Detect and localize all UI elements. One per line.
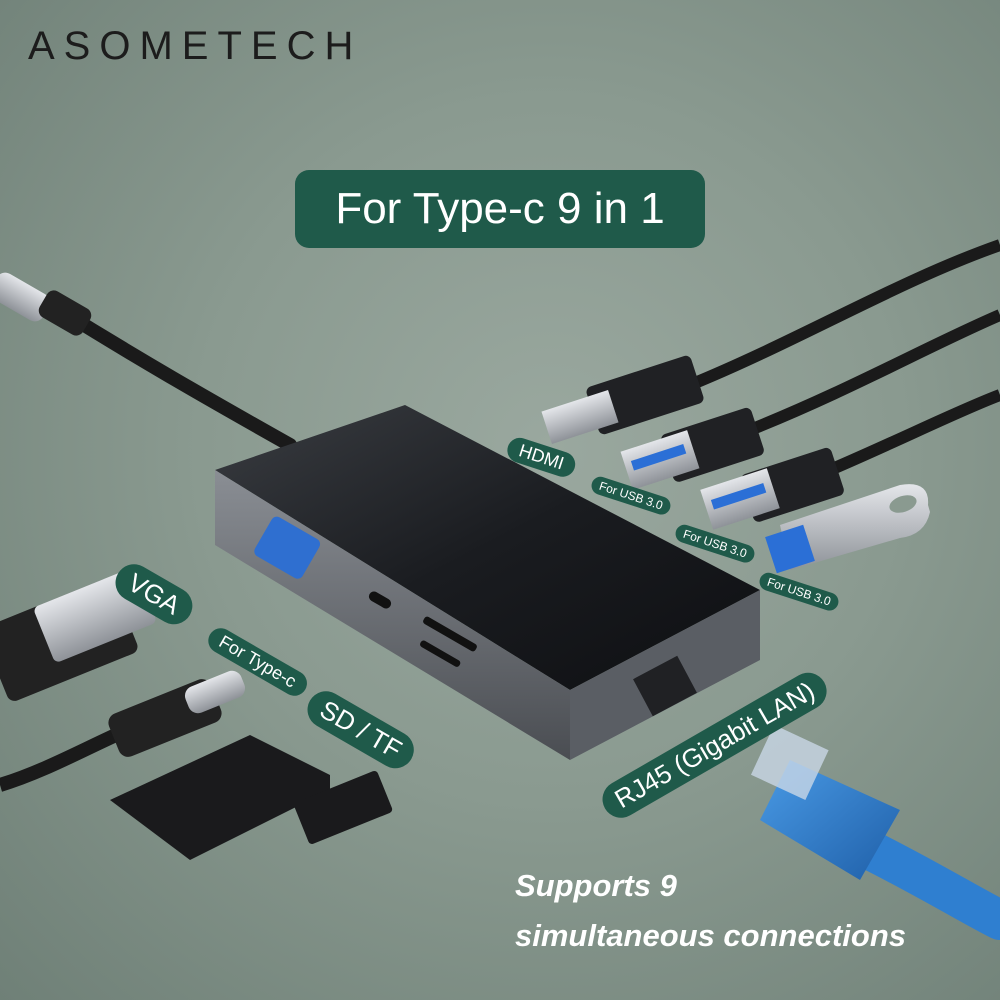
usb-flash-drive bbox=[765, 484, 930, 574]
sd-adapter-card bbox=[110, 735, 393, 860]
bottom-line-2: simultaneous connections bbox=[515, 918, 907, 953]
page-title: For Type-c 9 in 1 bbox=[295, 170, 705, 248]
usb-cable-1 bbox=[620, 309, 1000, 490]
bottom-line-1: Supports 9 bbox=[515, 868, 677, 903]
type-c-cable bbox=[0, 272, 297, 452]
brand-logo: ASOMETECH bbox=[28, 24, 363, 68]
type-c-plug bbox=[0, 670, 246, 792]
usb-cable-2 bbox=[700, 389, 1000, 530]
usb-hub bbox=[215, 405, 760, 760]
ethernet-cable bbox=[750, 724, 1000, 940]
hdmi-cable bbox=[541, 239, 1000, 444]
